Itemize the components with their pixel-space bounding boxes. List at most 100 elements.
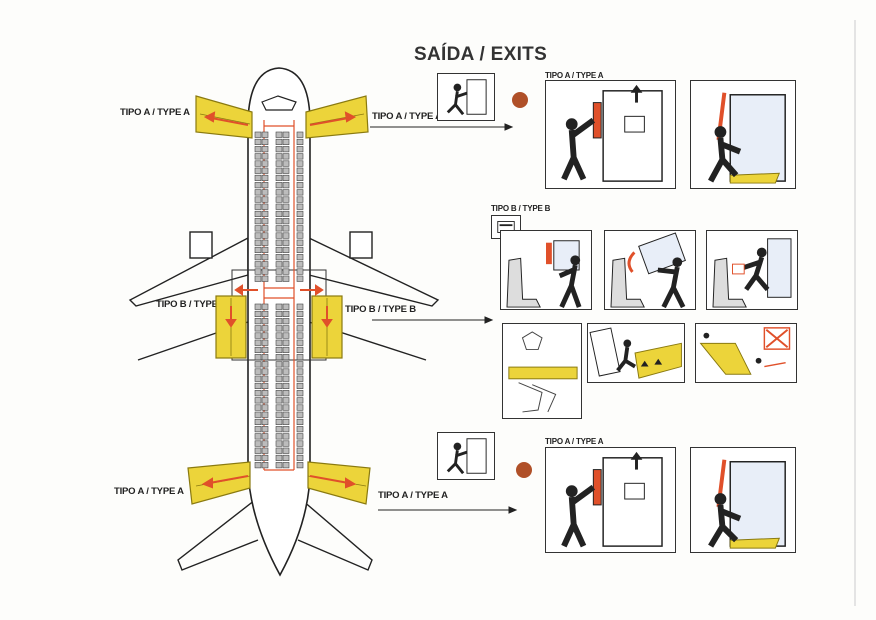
seat [254,411,262,418]
cockpit-window [261,95,297,111]
seat [254,440,262,447]
seat [275,433,283,440]
seat [282,254,290,261]
seat [254,368,262,375]
seat [275,203,283,210]
seat [261,174,269,181]
handle-detail-icon-bottom [516,462,532,478]
seat [296,339,304,346]
seat [282,426,290,433]
seat [261,411,269,418]
seat [254,225,262,232]
seat [254,160,262,167]
seat [282,275,290,282]
seat [254,346,262,354]
seat [275,454,283,462]
seat [282,454,290,462]
seat [275,354,283,361]
seat [254,232,262,239]
seat [275,254,283,261]
seat [254,218,262,225]
seat [261,462,269,469]
seat [254,310,262,318]
seat [282,433,290,440]
seat [282,146,290,153]
seat [282,167,290,174]
seat [275,346,283,354]
seat [296,462,304,469]
seat [282,382,290,390]
seat [261,254,269,261]
seat [282,196,290,203]
seat [296,225,304,232]
seat [282,182,290,189]
seat [261,440,269,447]
seat [296,239,304,246]
seat [275,440,283,447]
seat [254,131,262,138]
seat [282,225,290,232]
page-title: SAÍDA / EXITS [414,44,548,65]
seat [261,346,269,354]
seat [261,318,269,325]
seat [275,246,283,253]
seat [282,318,290,325]
seat [275,368,283,375]
seat [296,218,304,225]
seat [275,411,283,418]
seat [282,390,290,397]
seat [275,261,283,268]
seat [275,332,283,339]
seat [261,404,269,411]
seat [282,203,290,210]
type-a-step2-panel-top [690,80,796,189]
seat [282,339,290,346]
seat [296,153,304,160]
seat [296,182,304,189]
seat [275,382,283,390]
seat [282,303,290,310]
seat [275,318,283,325]
seat [296,390,304,397]
seat [275,174,283,181]
seat [296,346,304,354]
seat [254,167,262,174]
seat [282,268,290,275]
seat [254,146,262,153]
door-handle-pictogram-bottom [437,432,495,480]
label-type-b-right: TIPO B / TYPE B [345,304,416,315]
seat [254,203,262,210]
type-b-step1-panel [500,230,592,310]
seat [282,160,290,167]
seat [282,397,290,404]
seat [282,447,290,454]
panel-bottom-heading: TIPO A / TYPE A [545,437,604,446]
seat [261,339,269,346]
seat [275,146,283,153]
seat [254,182,262,189]
seat [282,189,290,196]
seat [275,397,283,404]
escape-slides [187,95,371,505]
seat [254,390,262,397]
seat [275,225,283,232]
seat [296,268,304,275]
seat [275,196,283,203]
seat [261,382,269,390]
type-b-step2-panel [604,230,696,310]
seat [275,361,283,368]
seat [275,375,283,382]
seat [254,196,262,203]
seat [261,303,269,310]
type-b-slide-diagram-panel [502,323,582,419]
seat [296,174,304,181]
seat [296,232,304,239]
seat [275,426,283,433]
seat [296,375,304,382]
seat [254,261,262,268]
seat [275,153,283,160]
seat [296,454,304,462]
seat [282,218,290,225]
seat [296,440,304,447]
